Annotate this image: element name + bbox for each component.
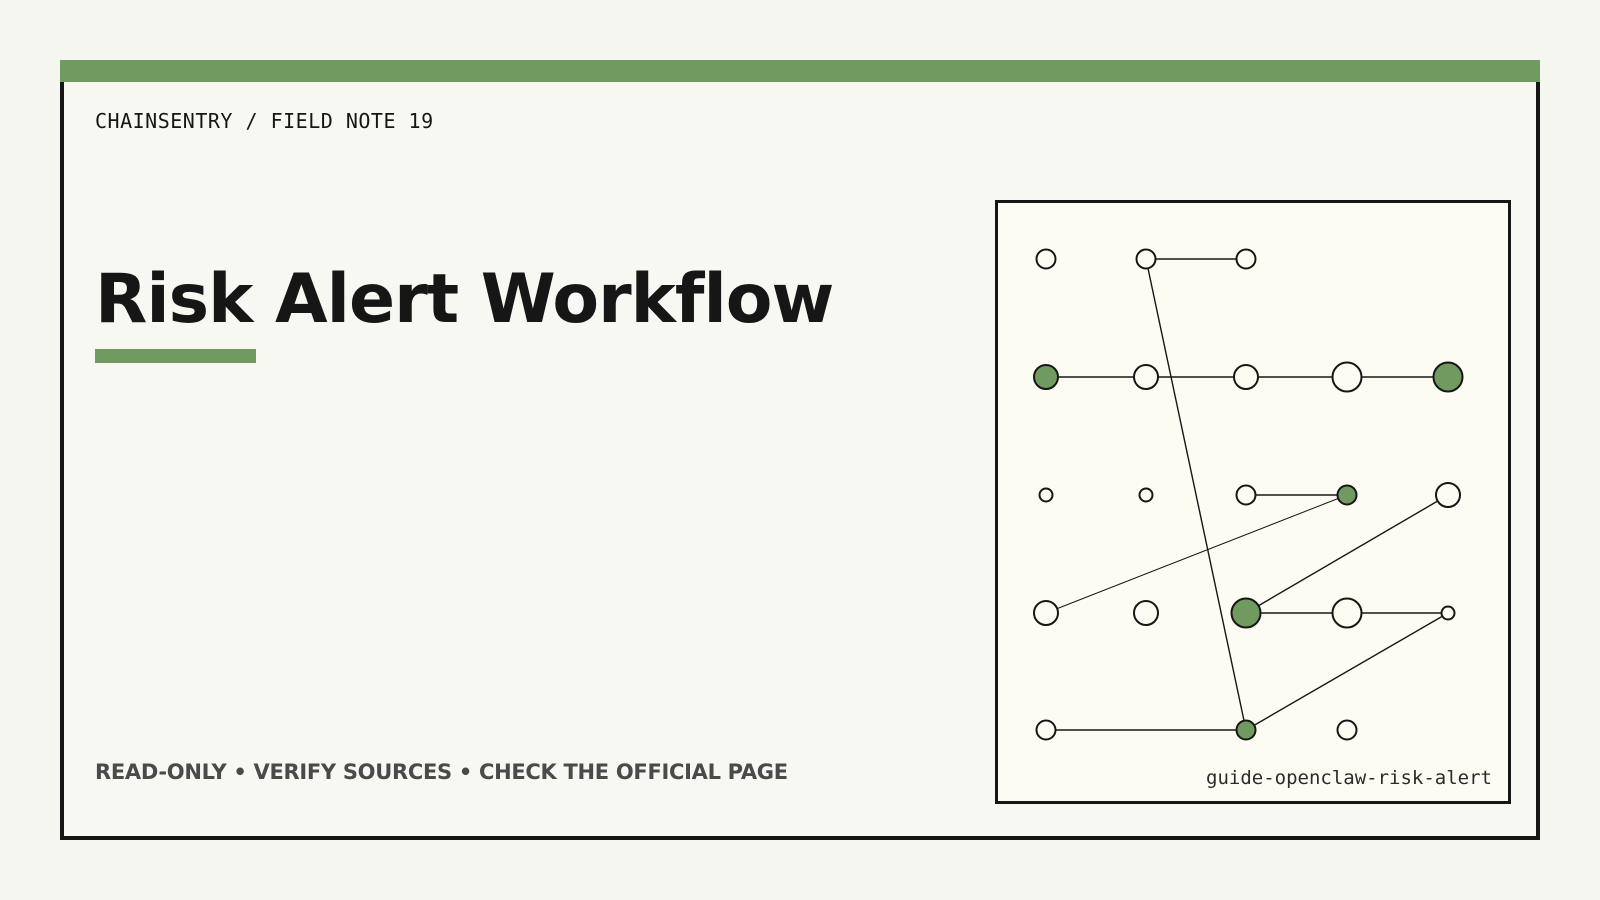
node-r3c1	[1133, 600, 1159, 626]
node-r1c1	[1133, 364, 1159, 390]
node-r4c2	[1235, 719, 1257, 741]
note-card: CHAINSENTRY / FIELD NOTE 19 Risk Alert W…	[60, 60, 1540, 840]
node-r1c4	[1432, 361, 1464, 393]
eyebrow-label: CHAINSENTRY / FIELD NOTE 19	[95, 109, 434, 133]
page-title: Risk Alert Workflow	[95, 260, 834, 339]
network-diagram: guide-openclaw-risk-alert	[995, 200, 1511, 804]
card-accent-bar	[60, 60, 1540, 82]
node-r2c0	[1038, 487, 1054, 503]
node-r2c3	[1336, 484, 1358, 506]
node-r2c1	[1138, 487, 1154, 503]
node-r2c2	[1235, 484, 1257, 506]
node-r2c4	[1435, 482, 1461, 508]
node-r3c0	[1033, 600, 1059, 626]
edge-r3c0-r2c3	[1045, 494, 1348, 614]
node-r4c0	[1035, 719, 1057, 741]
node-r1c2	[1233, 364, 1259, 390]
edge-r3c2-r2c4	[1245, 494, 1449, 614]
node-r0c0	[1035, 248, 1057, 270]
diagram-caption: guide-openclaw-risk-alert	[1206, 767, 1492, 789]
node-r1c3	[1331, 361, 1363, 393]
node-r3c3	[1331, 597, 1363, 629]
node-r3c2	[1230, 597, 1262, 629]
node-r4c3	[1336, 719, 1358, 741]
node-r1c0	[1033, 364, 1059, 390]
node-r0c2	[1235, 248, 1257, 270]
edge-r0c1-r4c2	[1145, 258, 1247, 731]
diagram-canvas	[1033, 248, 1464, 741]
footer-note: READ-ONLY • VERIFY SOURCES • CHECK THE O…	[95, 760, 788, 784]
node-r0c1	[1135, 248, 1157, 270]
edge-r4c2-r3c4	[1245, 612, 1449, 731]
node-r3c4	[1440, 605, 1456, 621]
title-underline	[95, 349, 256, 363]
